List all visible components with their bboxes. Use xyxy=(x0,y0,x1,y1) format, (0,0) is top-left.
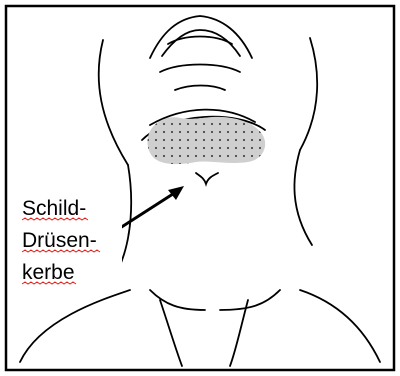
label-line-3: kerbe xyxy=(22,261,75,284)
thyroid-notch-label: Schild- Drüsen- kerbe xyxy=(20,196,122,292)
pointer-arrow xyxy=(120,186,184,228)
label-line-2: Drüsen- xyxy=(22,229,97,252)
thyroid-notch-mark xyxy=(196,173,218,184)
diagram-frame xyxy=(6,6,394,370)
nose-icon xyxy=(150,16,252,90)
shaded-region xyxy=(148,117,266,164)
label-line-1: Schild- xyxy=(22,197,86,220)
